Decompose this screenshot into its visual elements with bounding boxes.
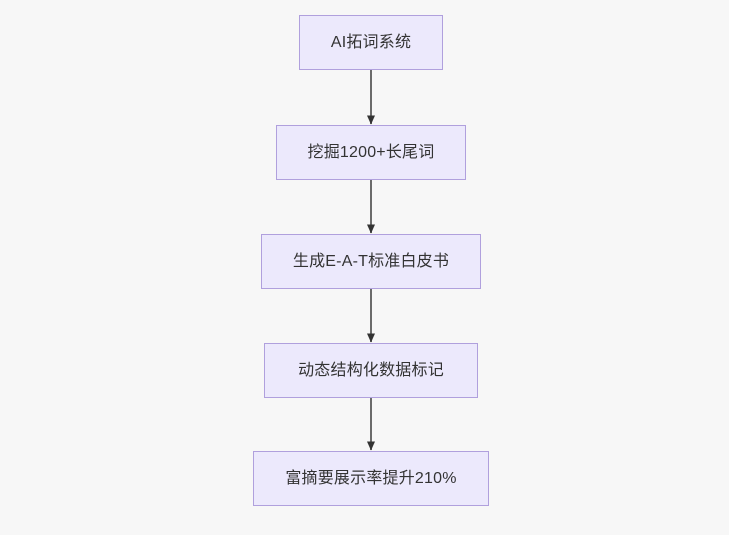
node-label: 富摘要展示率提升210% <box>285 469 457 487</box>
node-label: 生成E-A-T标准白皮书 <box>292 252 450 270</box>
flowchart-node-ai-keyword-system[interactable]: AI拓词系统 <box>299 15 443 70</box>
node-label: AI拓词系统 <box>330 33 412 51</box>
node-label: 挖掘1200+长尾词 <box>307 143 435 161</box>
node-label: 动态结构化数据标记 <box>298 361 444 379</box>
flowchart-node-rich-snippet-rate-increase[interactable]: 富摘要展示率提升210% <box>253 451 489 506</box>
flowchart-node-mine-longtail-keywords[interactable]: 挖掘1200+长尾词 <box>276 125 466 180</box>
flowchart-node-generate-eat-whitepaper[interactable]: 生成E-A-T标准白皮书 <box>261 234 481 289</box>
flowchart-node-dynamic-structured-data-markup[interactable]: 动态结构化数据标记 <box>264 343 478 398</box>
